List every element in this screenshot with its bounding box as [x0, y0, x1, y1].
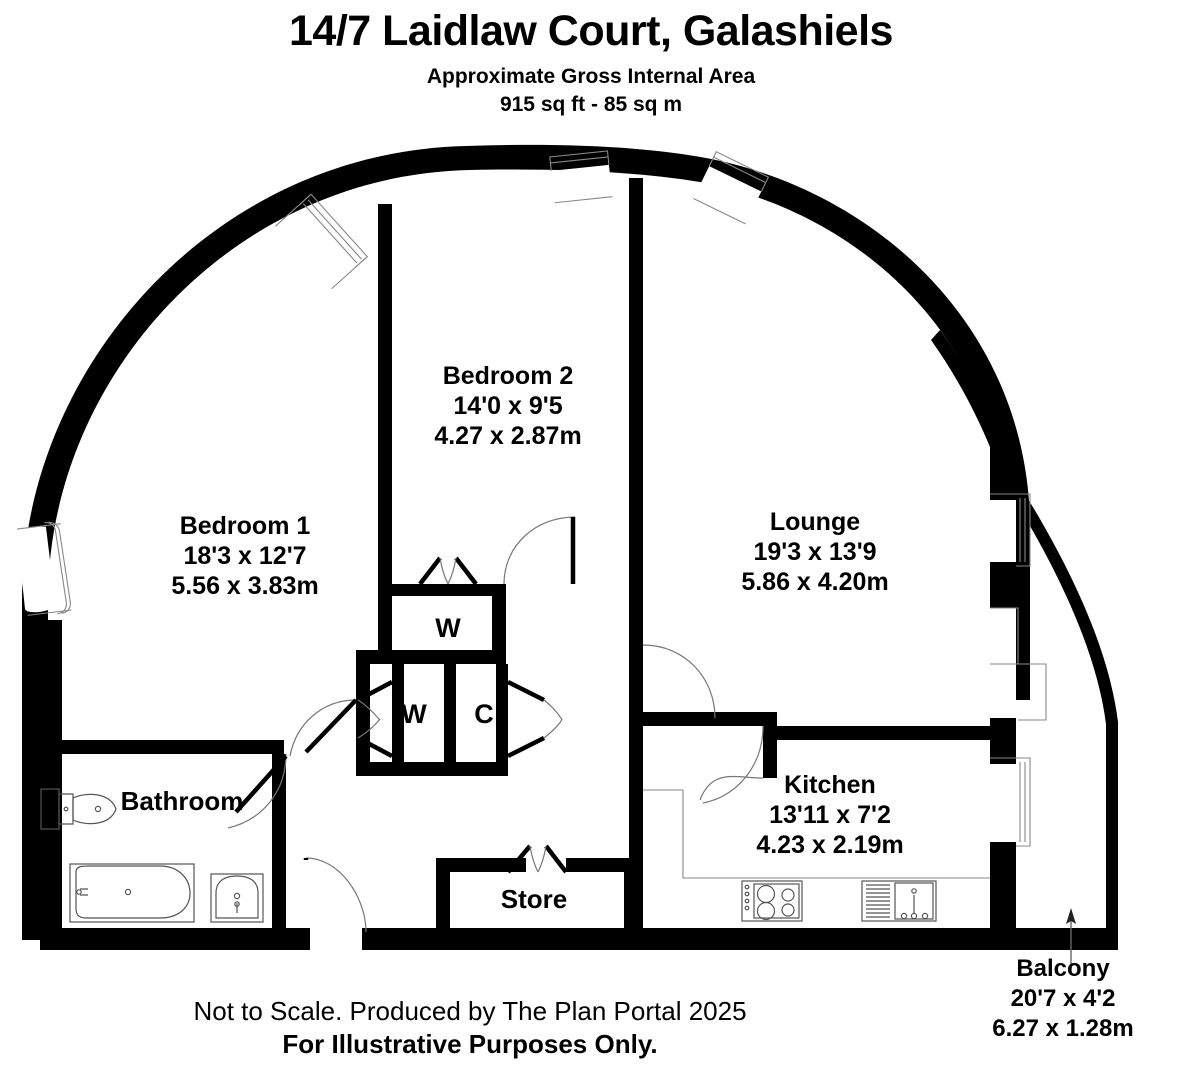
bifold-wardrobe-lower [356, 680, 394, 758]
bifold-store [506, 844, 568, 874]
hob-icon [741, 880, 803, 922]
room-label-cupboard: C [474, 699, 494, 729]
right-wall-windows [990, 440, 1047, 934]
left-outer-wall [40, 620, 62, 940]
room-name-bathroom: Bathroom [121, 786, 244, 816]
room-label-balcony: Balcony 20'7 x 4'2 6.27 x 1.28m [992, 955, 1133, 1042]
room-imperial-lounge: 19'3 x 13'9 [753, 538, 876, 566]
room-label-lounge: Lounge 19'3 x 13'9 5.86 x 4.20m [741, 508, 888, 596]
page-title: 14/7 Laidlaw Court, Galashiels [289, 7, 893, 55]
balcony-leader-arrow [1066, 908, 1076, 972]
room-label-bathroom: Bathroom [121, 786, 244, 816]
curved-wall-windows [16, 150, 770, 616]
bifold-wardrobe-upper [418, 556, 478, 586]
door-bedroom-2 [503, 516, 576, 585]
door-bedroom-1 [289, 698, 358, 757]
room-imperial-kitchen: 13'11 x 7'2 [769, 801, 891, 829]
room-name-kitchen: Kitchen [784, 771, 876, 799]
door-hall-lower [303, 857, 367, 933]
room-name-cupboard: C [474, 699, 494, 729]
area-subtitle-line-2: 915 sq ft - 85 sq m [499, 93, 683, 117]
bath-icon [69, 863, 195, 923]
room-metric-balcony: 6.27 x 1.28m [992, 1015, 1133, 1042]
room-label-wardrobe-upper: W [435, 613, 461, 643]
plan-footer: Not to Scale. Produced by The Plan Porta… [0, 995, 940, 1060]
room-name-balcony: Balcony [1016, 955, 1110, 982]
bathroom-fixtures [40, 788, 264, 923]
room-metric-kitchen: 4.23 x 2.19m [756, 831, 903, 859]
room-name-bedroom-2: Bedroom 2 [443, 362, 574, 390]
room-metric-bedroom-2: 4.27 x 2.87m [434, 422, 581, 450]
room-metric-lounge: 5.86 x 4.20m [741, 568, 888, 596]
room-name-wardrobe-upper: W [435, 613, 461, 643]
doors [227, 516, 764, 933]
room-name-store: Store [501, 884, 567, 914]
bifold-cupboard [506, 679, 563, 759]
room-imperial-bedroom-1: 18'3 x 12'7 [183, 542, 306, 570]
toilet-icon [40, 788, 117, 830]
closet-doors [356, 556, 568, 874]
room-name-bedroom-1: Bedroom 1 [180, 512, 311, 540]
drainer-grooves [866, 884, 890, 918]
door-kitchen [699, 725, 764, 804]
room-metric-bedroom-1: 5.56 x 3.83m [171, 572, 318, 600]
room-name-lounge: Lounge [770, 508, 860, 536]
area-subtitle-line-1: Approximate Gross Internal Area [426, 65, 756, 88]
room-label-wardrobe-lower: W [401, 699, 427, 729]
footer-disclaimer-line-2: For Illustrative Purposes Only. [282, 1028, 658, 1059]
basin-icon [210, 873, 264, 923]
sink-icon [861, 880, 937, 922]
room-label-bedroom-2: Bedroom 2 14'0 x 9'5 4.27 x 2.87m [434, 362, 581, 450]
footer-disclaimer-line-1: Not to Scale. Produced by The Plan Porta… [193, 996, 747, 1026]
balcony-outer-curve [931, 330, 1118, 940]
plan-header: 14/7 Laidlaw Court, Galashiels Approxima… [0, 10, 1182, 120]
kitchen-fixtures [643, 789, 990, 922]
room-label-bedroom-1: Bedroom 1 18'3 x 12'7 5.56 x 3.83m [171, 512, 318, 600]
room-imperial-balcony: 20'7 x 4'2 [1011, 985, 1116, 1012]
room-label-kitchen: Kitchen 13'11 x 7'2 4.23 x 2.19m [756, 771, 903, 859]
bottom-outer-wall [40, 928, 1118, 950]
door-lounge [642, 644, 716, 719]
door-bathroom [227, 753, 288, 829]
internal-walls [62, 178, 1016, 932]
room-name-wardrobe-lower: W [401, 699, 427, 729]
room-imperial-bedroom-2: 14'0 x 9'5 [453, 392, 562, 420]
room-label-store: Store [501, 884, 567, 914]
